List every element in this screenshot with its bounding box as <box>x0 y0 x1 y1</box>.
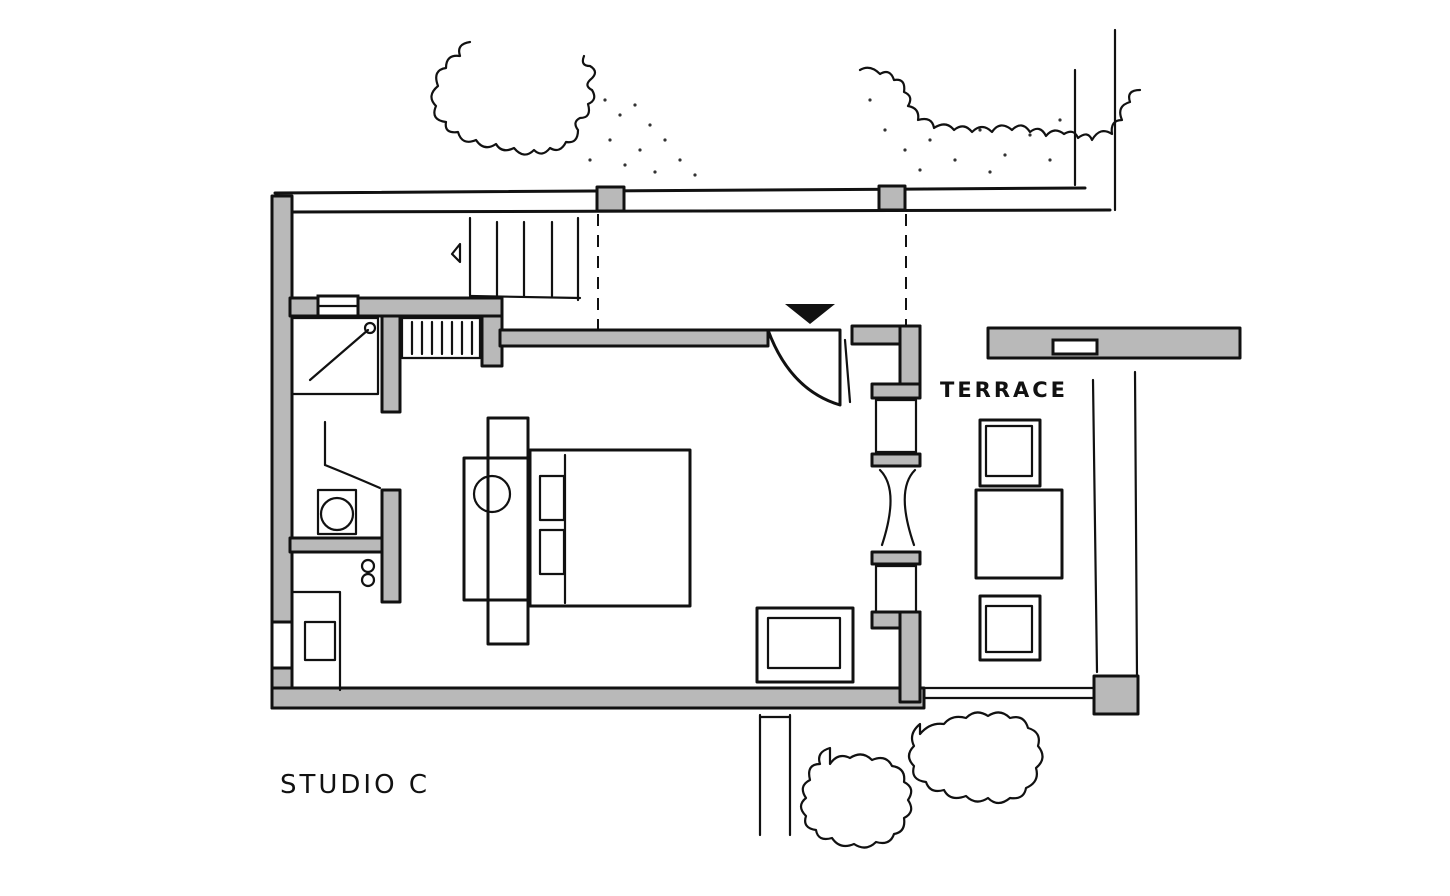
stair <box>450 216 582 302</box>
garden-path <box>758 713 792 837</box>
studio-title: STUDIO C <box>280 770 430 800</box>
bed <box>528 448 692 608</box>
tree-bottom-right <box>907 711 1044 805</box>
toilet <box>316 488 358 536</box>
walls <box>270 194 926 710</box>
entry-door <box>766 304 852 407</box>
tree-bottom-left <box>799 746 913 849</box>
tree-top-left <box>430 40 597 156</box>
upper-passage <box>273 28 1117 330</box>
bathroom-door <box>323 420 382 490</box>
wardrobe <box>874 398 918 614</box>
shower <box>290 316 380 396</box>
foliage-stipple <box>588 98 1062 177</box>
terrace <box>922 326 1242 716</box>
radiator <box>400 316 482 360</box>
terrace-label: TERRACE <box>940 378 1069 402</box>
bench-headboard <box>462 416 530 646</box>
sink-counter <box>290 590 342 692</box>
armchair <box>755 606 855 684</box>
tree-top-right <box>858 66 1142 187</box>
bidet <box>360 558 376 588</box>
